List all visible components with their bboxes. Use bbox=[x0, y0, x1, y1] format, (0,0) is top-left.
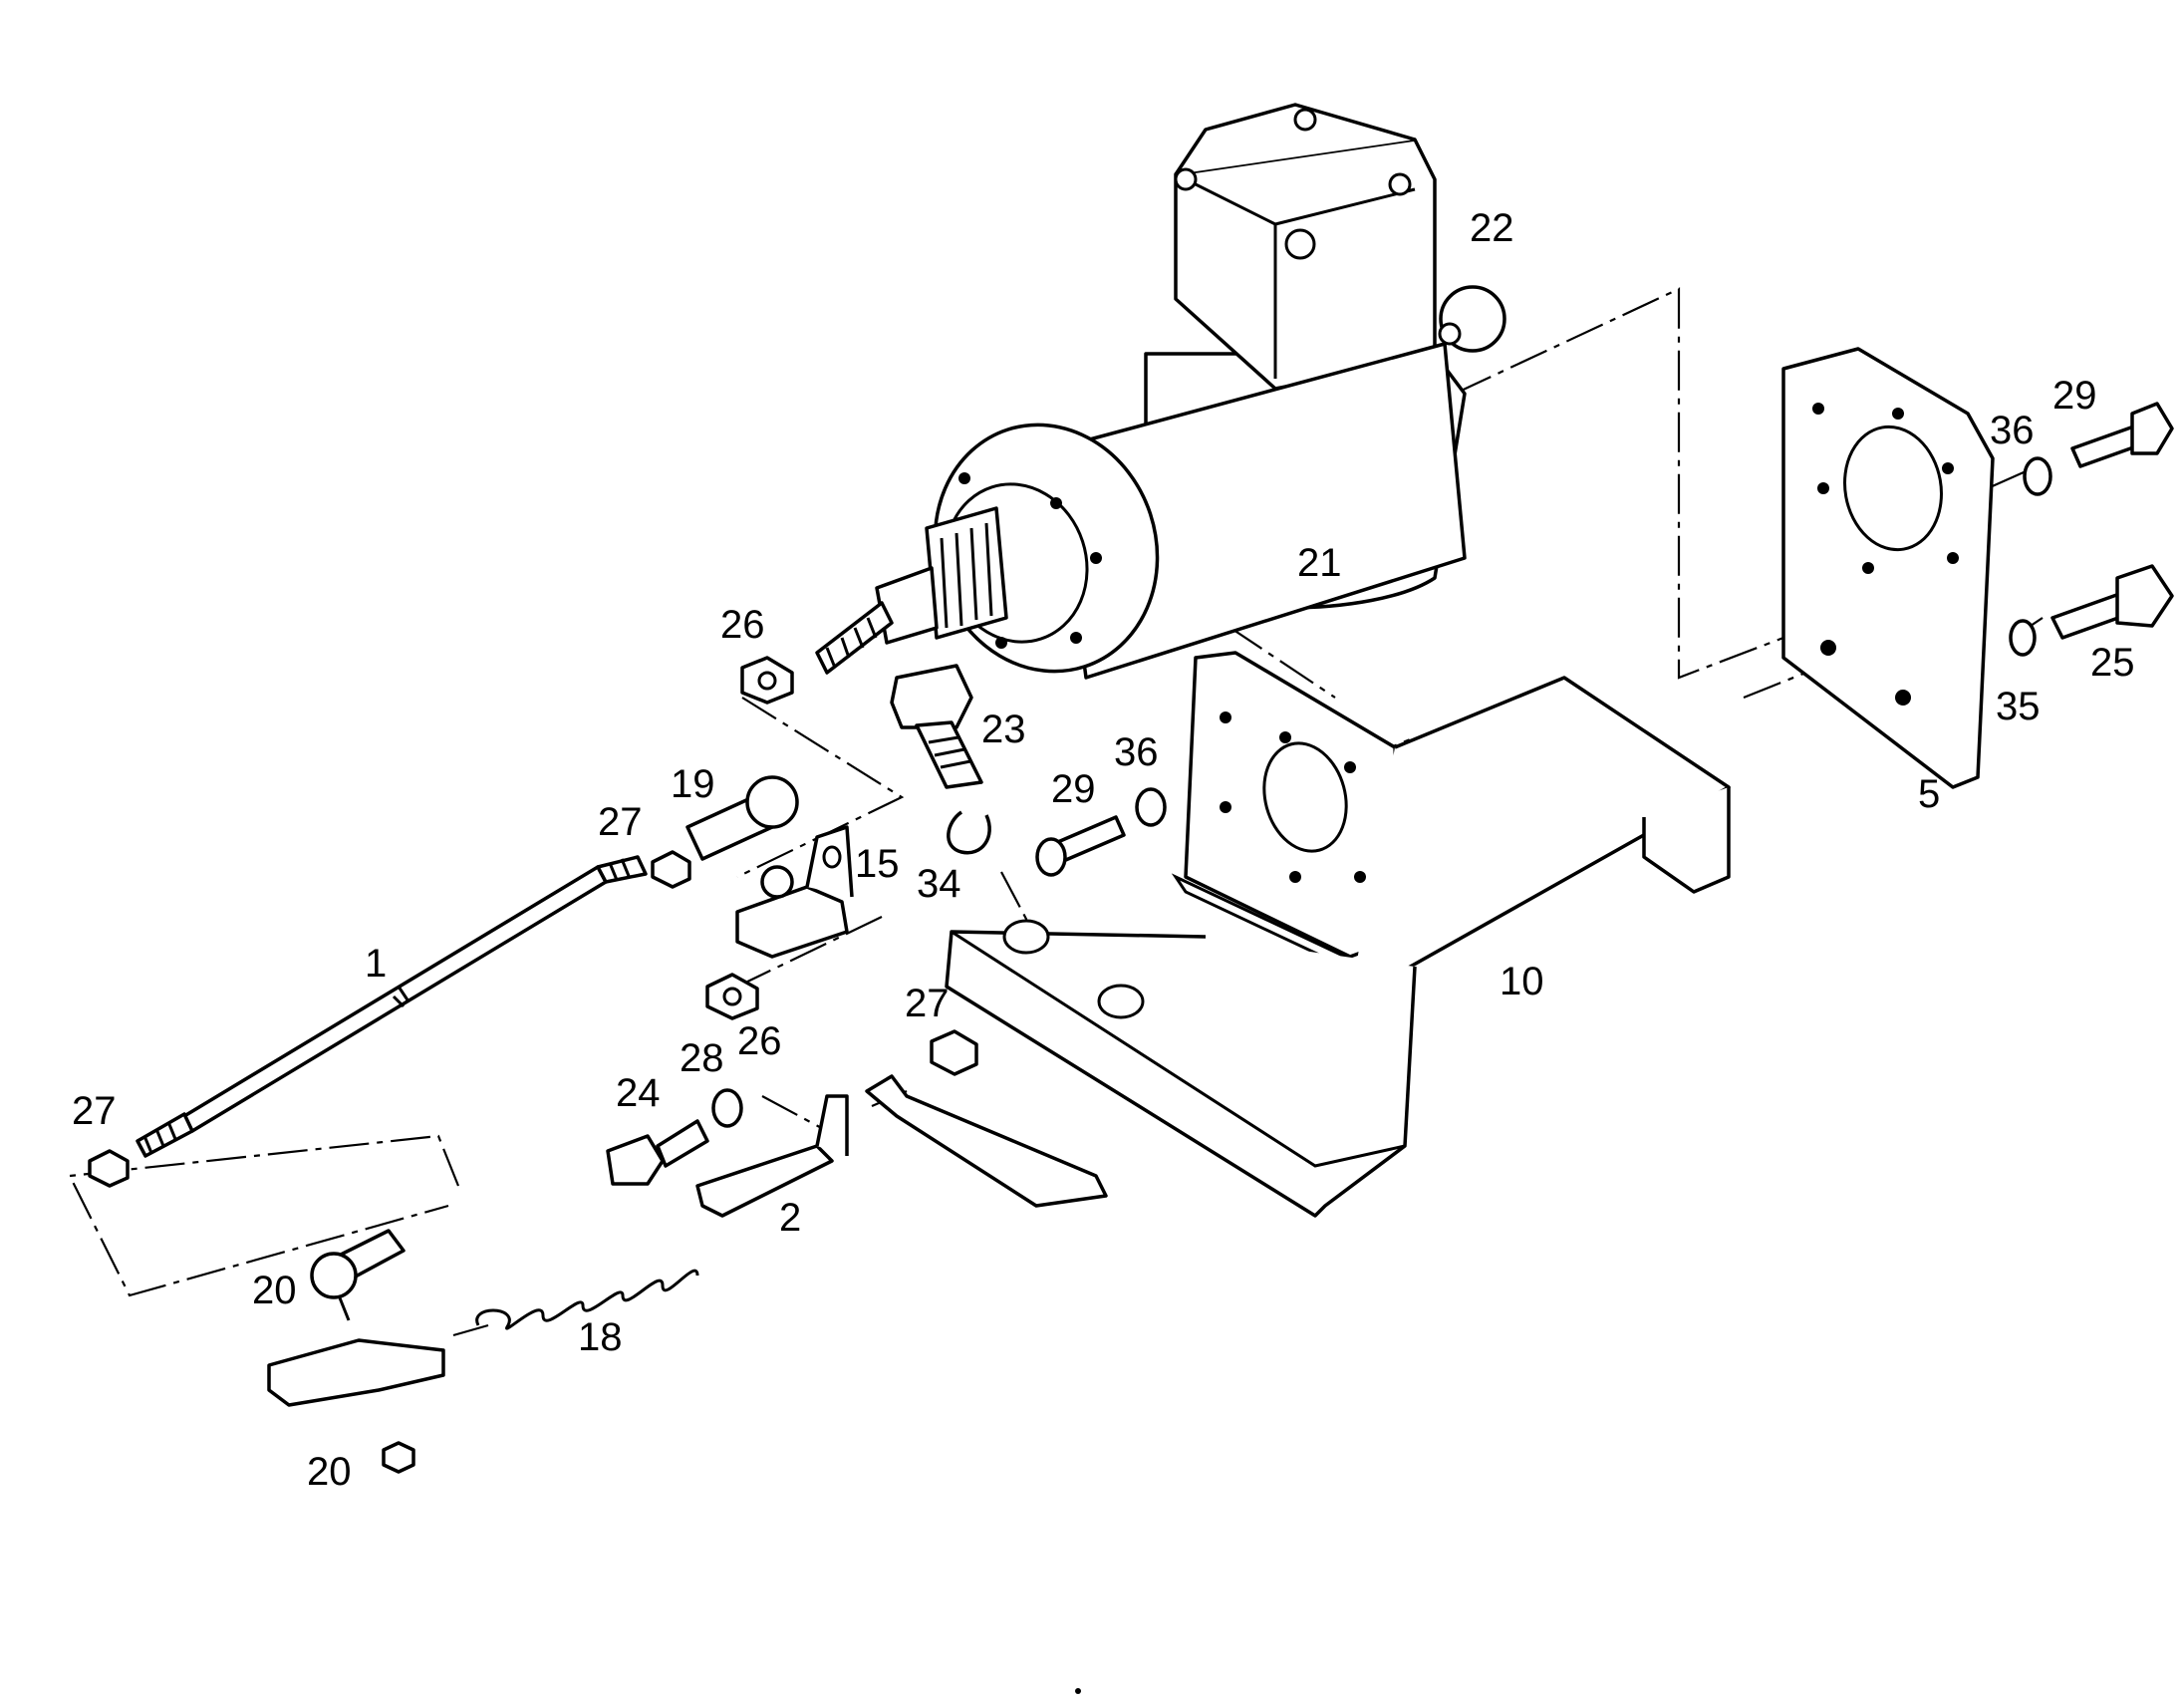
nut-27-lower bbox=[930, 1029, 978, 1076]
callout-23: 23 bbox=[981, 708, 1026, 751]
callout-20-upper: 20 bbox=[252, 1269, 297, 1312]
callout-1: 1 bbox=[365, 942, 387, 986]
callout-28: 28 bbox=[680, 1036, 724, 1080]
nut-27-top bbox=[651, 850, 691, 889]
washer-36-mid bbox=[1135, 787, 1167, 827]
callout-21: 21 bbox=[1297, 541, 1342, 585]
callout-24: 24 bbox=[616, 1071, 661, 1115]
mounting-plate-5 bbox=[1781, 347, 1995, 789]
callout-27-lower: 27 bbox=[905, 982, 950, 1025]
bracket-10 bbox=[945, 651, 1731, 1218]
callout-5: 5 bbox=[1918, 772, 1940, 816]
nut-20-bottom bbox=[382, 1441, 415, 1474]
nut-27-left bbox=[88, 1149, 130, 1188]
callout-27-left: 27 bbox=[72, 1089, 117, 1133]
clip-strip bbox=[865, 1074, 1108, 1208]
screw-29-right bbox=[2070, 402, 2174, 468]
bracket-15 bbox=[735, 825, 854, 959]
nut-26-mid bbox=[705, 973, 759, 1020]
nut-26-top bbox=[740, 656, 794, 705]
ball-joint-19 bbox=[685, 775, 799, 861]
callout-36-mid: 36 bbox=[1114, 730, 1159, 774]
callout-27-top: 27 bbox=[598, 800, 643, 844]
callout-19: 19 bbox=[671, 762, 715, 806]
lever-arm-20 bbox=[267, 1338, 445, 1407]
callout-34: 34 bbox=[917, 862, 961, 906]
screw-29-mid bbox=[1035, 815, 1126, 877]
bolt-25 bbox=[2050, 564, 2174, 640]
callout-10: 10 bbox=[1500, 960, 1544, 1003]
callout-26-top: 26 bbox=[720, 603, 765, 647]
callout-26-mid: 26 bbox=[737, 1019, 782, 1063]
callout-29-right: 29 bbox=[2052, 374, 2097, 418]
callout-18: 18 bbox=[578, 1315, 623, 1359]
callout-36-right: 36 bbox=[1990, 409, 2035, 452]
ball-socket-20 bbox=[310, 1229, 406, 1321]
callout-20-lower: 20 bbox=[307, 1450, 352, 1494]
stray-dot bbox=[1075, 1688, 1081, 1694]
rod-1 bbox=[136, 855, 648, 1158]
spring-18 bbox=[475, 1269, 699, 1330]
callout-22: 22 bbox=[1470, 206, 1514, 250]
circlip-34 bbox=[947, 810, 991, 855]
washer-35 bbox=[2009, 619, 2037, 657]
solenoid-21 bbox=[815, 103, 1506, 680]
callout-2: 2 bbox=[779, 1196, 801, 1240]
washer-28 bbox=[711, 1088, 743, 1128]
washer-36-right bbox=[2023, 456, 2052, 496]
callout-15: 15 bbox=[855, 842, 900, 886]
callout-25: 25 bbox=[2090, 641, 2135, 685]
bolt-24 bbox=[606, 1119, 709, 1186]
bolt-23 bbox=[890, 664, 983, 789]
callout-29-mid: 29 bbox=[1051, 767, 1096, 811]
lever-2 bbox=[695, 1094, 849, 1218]
callout-labels: 1 2 5 10 15 18 19 20 20 21 22 23 24 25 2… bbox=[72, 206, 2135, 1494]
callout-35: 35 bbox=[1996, 685, 2041, 728]
